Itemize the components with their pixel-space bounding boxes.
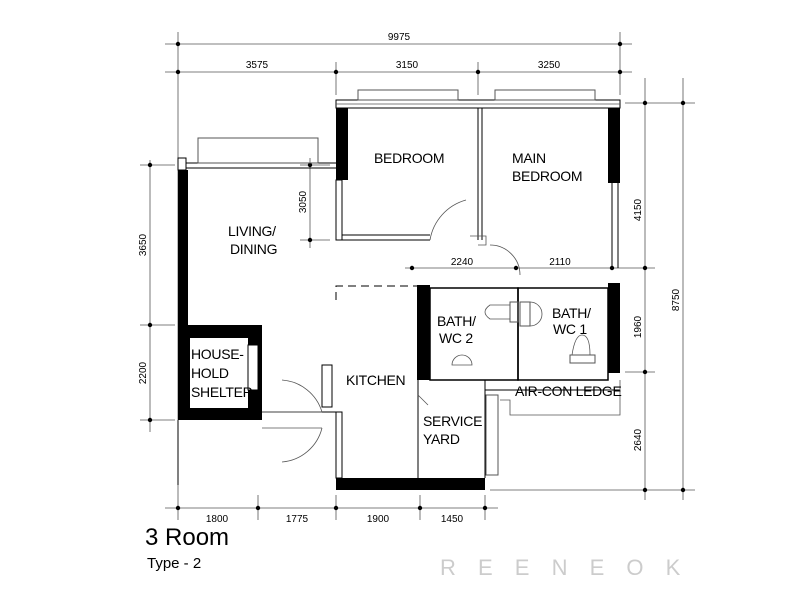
dim-top-2: 3150 — [396, 60, 419, 71]
room-living-line2: DINING — [230, 241, 277, 257]
room-main-bedroom-line1: MAIN — [512, 150, 546, 166]
room-living-line1: LIVING/ — [228, 223, 276, 239]
room-aircon-ledge: AIR-CON LEDGE — [515, 383, 622, 399]
dimension-lines — [140, 32, 695, 520]
room-labels: BEDROOM MAIN BEDROOM LIVING/ DINING BATH… — [191, 150, 622, 447]
dim-top-1: 3575 — [246, 60, 269, 71]
room-shelter-line3: SHELTER — [191, 384, 253, 400]
room-bedroom: BEDROOM — [374, 150, 444, 166]
dim-left-1: 3650 — [138, 233, 149, 256]
walls — [177, 89, 621, 490]
room-bath2-line1: BATH/ — [437, 313, 476, 329]
dim-bottom-2: 1775 — [286, 514, 309, 525]
plan-subtitle: Type - 2 — [147, 555, 201, 572]
room-shelter-line2: HOLD — [191, 365, 229, 381]
dim-inner-1: 2240 — [451, 257, 474, 268]
plan-title: 3 Room — [145, 524, 229, 551]
dim-top-3: 3250 — [538, 60, 561, 71]
room-shelter-line1: HOUSE- — [191, 346, 244, 362]
dim-left-2: 2200 — [138, 361, 149, 384]
dim-right-1: 4150 — [633, 198, 644, 221]
dimension-labels: 9975 3575 3150 3250 4150 1960 2640 8750 … — [138, 32, 682, 525]
dim-right-2: 1960 — [633, 315, 644, 338]
dim-bottom-4: 1450 — [441, 514, 464, 525]
dim-bottom-1: 1800 — [206, 514, 229, 525]
room-bath2-line2: WC 2 — [439, 330, 473, 346]
room-main-bedroom-line2: BEDROOM — [512, 168, 582, 184]
watermark: R E E N E O K — [440, 555, 688, 580]
dim-bedroom-depth: 3050 — [298, 190, 309, 213]
dim-bottom-3: 1900 — [367, 514, 390, 525]
dim-top-total: 9975 — [388, 32, 411, 43]
dim-right-total: 8750 — [671, 288, 682, 311]
room-bath1-line1: BATH/ — [552, 305, 591, 321]
room-kitchen: KITCHEN — [346, 372, 405, 388]
dim-right-3: 2640 — [633, 428, 644, 451]
room-service-yard-line1: SERVICE — [423, 413, 482, 429]
room-bath1-line2: WC 1 — [553, 321, 587, 337]
room-service-yard-line2: YARD — [423, 431, 460, 447]
dim-inner-2: 2110 — [549, 257, 571, 268]
